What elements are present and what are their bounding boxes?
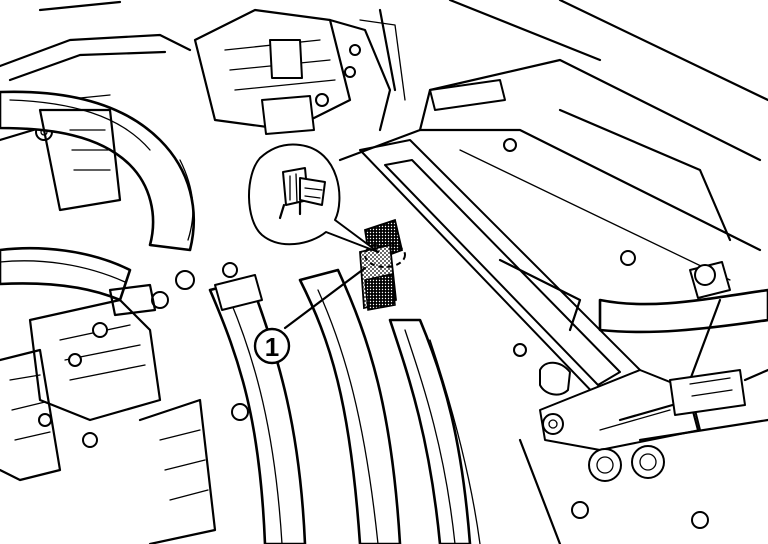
upper-left-hose	[0, 90, 196, 252]
callout-marker-1: 1	[253, 327, 291, 365]
lower-right-bracket	[518, 361, 768, 544]
sensor-component	[359, 218, 406, 311]
callout-label-1: 1	[265, 332, 279, 362]
detail-inset	[248, 143, 379, 253]
center-intake	[193, 8, 406, 135]
right-connector	[598, 261, 768, 416]
wiring-harness	[298, 268, 481, 544]
left-engine-block	[0, 108, 249, 544]
callout-leader-line	[283, 266, 367, 330]
sensor-lower-plug	[364, 273, 396, 311]
frame-rail	[338, 0, 768, 401]
callout-circle	[253, 327, 291, 365]
sensor-highlight-circle	[364, 242, 406, 268]
